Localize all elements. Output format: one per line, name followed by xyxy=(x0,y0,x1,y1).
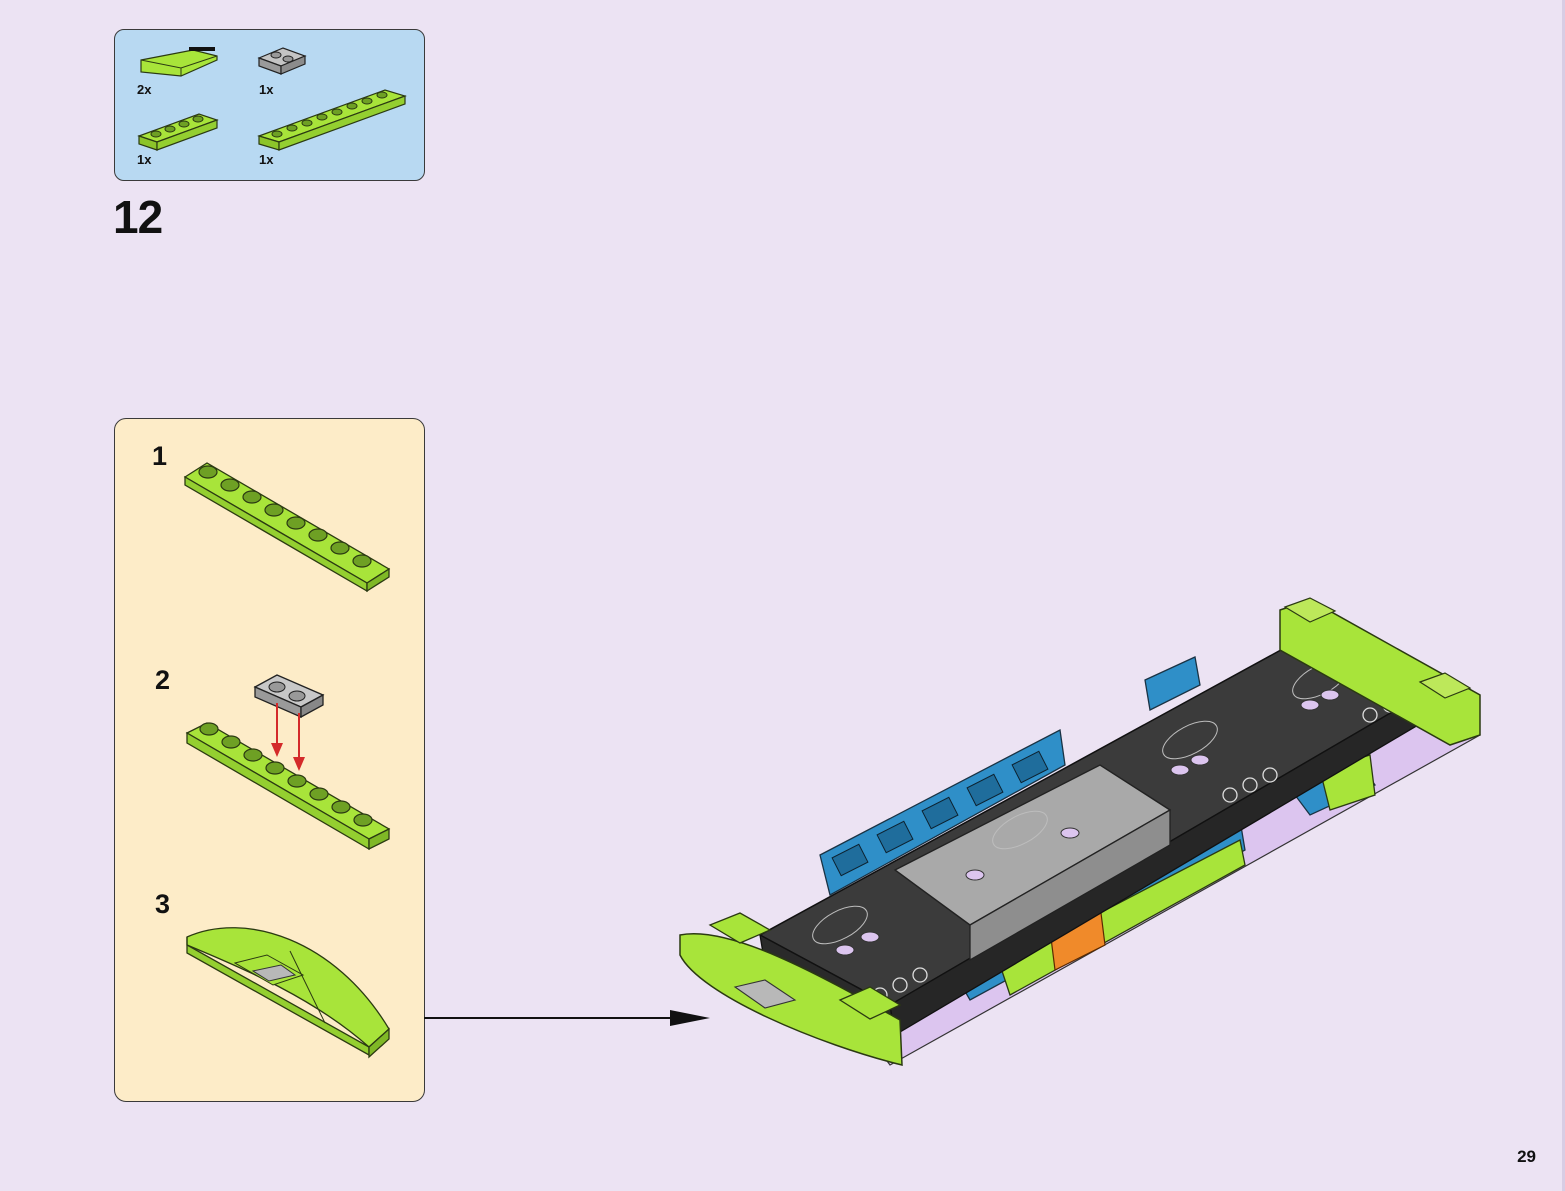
page-number: 29 xyxy=(1517,1147,1536,1167)
lime-plate-1x4-icon xyxy=(137,110,227,155)
sub-step-2-illustration xyxy=(185,667,395,857)
sub-step-number: 1 xyxy=(152,441,167,472)
sub-step-number: 2 xyxy=(155,665,170,696)
step-number: 12 xyxy=(113,190,162,244)
sub-step-1-illustration xyxy=(183,457,393,593)
sub-assembly-box: 1 2 3 xyxy=(114,418,425,1102)
quantity-label: 1x xyxy=(137,152,151,167)
quantity-label: 2x xyxy=(137,82,151,97)
gray-plate-icon xyxy=(257,44,317,84)
lime-plate-1x8-icon xyxy=(257,86,417,156)
sub-step-number: 3 xyxy=(155,889,170,920)
quantity-label: 1x xyxy=(259,152,273,167)
parts-list-box: 2x 1x 1x xyxy=(114,29,425,181)
sub-step-3-illustration xyxy=(185,919,395,1069)
main-model-illustration xyxy=(670,595,1490,1085)
lime-curved-slope-icon xyxy=(137,44,222,84)
